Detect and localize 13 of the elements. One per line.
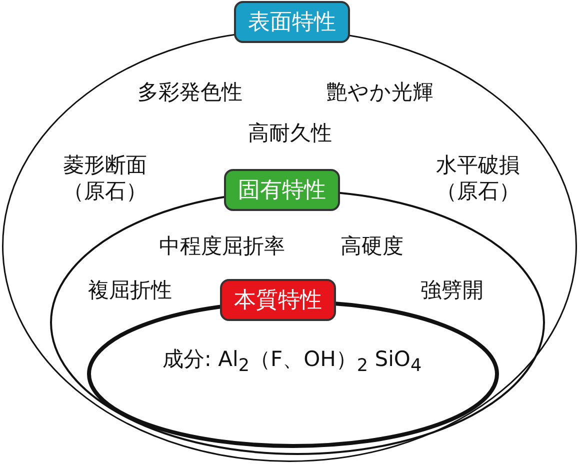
section-heading: 本質特性 [220, 279, 336, 321]
property-text: 多彩発色性 [138, 78, 242, 106]
property-text: 複屈折性 [88, 276, 172, 304]
section-heading: 表面特性 [234, 1, 350, 43]
property-text: 強劈開 [420, 276, 484, 304]
property-text: 高耐久性 [248, 120, 332, 146]
property-text: 水平破損（原石） [435, 152, 521, 204]
property-text: 中程度屈折率 [159, 232, 285, 260]
property-text: 高硬度 [340, 232, 404, 260]
property-text: 菱形断面（原石） [62, 152, 148, 204]
property-text: 成分: Al$_{2}$（F、OH）$_{2}$ SiO$_{4}$ [162, 346, 422, 378]
property-text: 艶やか光輝 [326, 78, 434, 106]
section-heading: 固有特性 [224, 169, 340, 211]
